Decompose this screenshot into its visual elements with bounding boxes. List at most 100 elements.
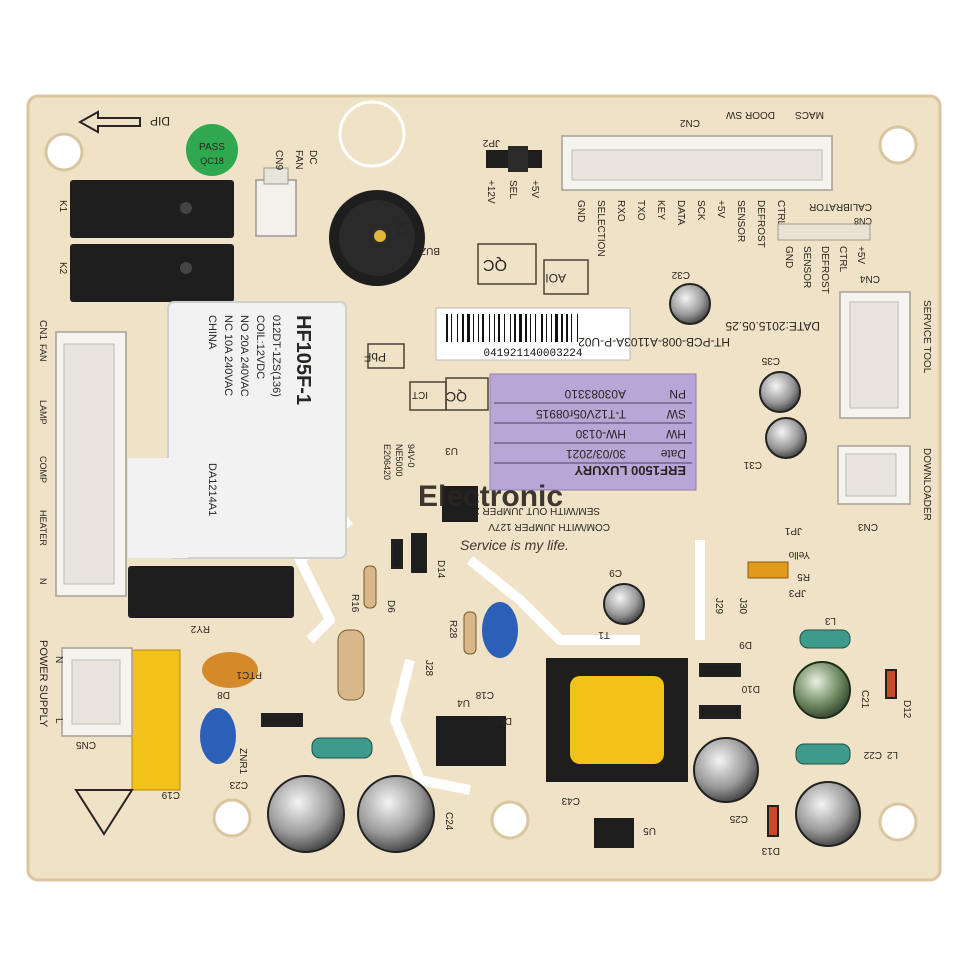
l3-label: L3 [824, 615, 836, 626]
fan-label: FAN [38, 344, 48, 362]
c23-label: C23 [229, 779, 248, 790]
watermark-brand: Electronic [418, 480, 563, 513]
v0-label: 94V-0 [406, 444, 416, 468]
ptc1-label: PTC1 [236, 669, 262, 680]
x-capacitor [131, 649, 181, 791]
barcode-bar [498, 314, 500, 342]
jp2-jumper: JP2 +12V SEL +5V [482, 137, 542, 204]
d14-label: D14 [435, 560, 446, 579]
r16-label: R16 [349, 594, 360, 613]
c21-label: C21 [859, 690, 870, 709]
calibrator-label: CALIBRATOR [809, 201, 872, 212]
lamp-label: LAMP [38, 400, 48, 425]
e206420-label: E206420 [382, 444, 392, 480]
cn5-connector: CN5 POWER SUPPLY N L [37, 640, 133, 750]
aoi-mark: AOI [545, 271, 566, 285]
c24-label: C24 [443, 812, 454, 831]
c35-label: C35 [761, 355, 780, 366]
date-silk: DATE:2015.05.25 [725, 319, 820, 333]
c32-label: C32 [671, 269, 690, 280]
k1-label: K1 [57, 200, 68, 213]
watermark: Electronic Service is my life. [418, 480, 569, 553]
relay-code: DA1214A1 [206, 463, 218, 516]
cn2-pin-label: TXO [635, 200, 646, 221]
inductors [311, 629, 851, 765]
c9-label: C9 [609, 567, 622, 578]
barcode-bar [530, 314, 531, 342]
c22-label: C22 [863, 749, 882, 760]
jumper-note-2: COM/WITH JUMPER 127V [488, 521, 610, 532]
t1-label: T1 [598, 629, 610, 640]
cn2-pin-label: GND [575, 200, 586, 222]
barcode-bar [551, 314, 552, 342]
u5-label: U5 [643, 825, 656, 836]
sticker-value: 30/03/2021 [566, 447, 626, 461]
pass-sticker: PASS QC18 [186, 124, 238, 176]
barcode-bar [510, 314, 511, 342]
relay-hf105f: HF105F-1 012DT-1ZS(136) COIL:12VDC NO 20… [167, 301, 347, 559]
sticker-key: HW [665, 427, 686, 441]
inspection-marks [367, 243, 589, 411]
barcode-bar [467, 314, 470, 342]
j29-label: J29 [713, 598, 724, 615]
barcode-bar [482, 314, 484, 342]
c43-label: C43 [561, 795, 580, 806]
barcode-label: 041921140003224 [435, 307, 631, 361]
cn2-pin-label: SENSOR [735, 200, 746, 242]
barcode-number: 041921140003224 [483, 348, 582, 360]
p5v-label: +5V [529, 180, 540, 198]
jumper-note-1: SEM/WITH OUT JUMPER 220V [456, 505, 600, 516]
d11-label: D11 [494, 715, 512, 726]
pass-text: PASS [199, 142, 225, 153]
relay-k2: K2 [57, 244, 234, 302]
p12v-label: +12V [485, 180, 496, 204]
barcode-bar [571, 314, 572, 342]
fan-dc-label: FAN [293, 150, 304, 169]
pcb-board [26, 94, 942, 882]
cn2-label: CN2 [680, 117, 700, 128]
barcode-bar [519, 314, 522, 342]
cn2-pin-label: RXO [615, 200, 626, 222]
relay-rating-no: NO 20A 240VAC [238, 315, 250, 397]
relay-k1: K1 [57, 180, 234, 238]
model-silk: HT-PCB-008-A1103A-P-U02 [578, 335, 730, 349]
u3-label: U3 [445, 445, 458, 456]
qc-mark-1: QC [483, 256, 507, 273]
cn9-connector: CN9 FAN DC [255, 150, 318, 237]
cn5-label: CN5 [76, 739, 96, 750]
dc-label: DC [307, 150, 318, 164]
resistors [337, 565, 477, 701]
barcode-bar [566, 314, 568, 342]
d12-label: D12 [901, 700, 912, 719]
cn2-pin-label: SCK [695, 200, 706, 221]
barcode-bar [489, 314, 490, 342]
u3-chip: U3 [442, 445, 478, 522]
heater-label: HEATER [38, 510, 48, 546]
barcode-bar [446, 314, 448, 342]
barcode-bar [525, 314, 527, 342]
d10-label: D10 [741, 683, 760, 694]
ry2-label: RY2 [190, 623, 210, 634]
cn2-pin-label: DEFROST [755, 200, 766, 248]
cn2-connector: CN2 DOOR SW MACS [561, 109, 833, 191]
cn9-label: CN9 [273, 150, 284, 170]
relay-rating-nc: NC 10A 240VAC [222, 315, 234, 396]
cn8-pin-label: +5V [855, 246, 866, 264]
jp2-label: JP2 [482, 137, 500, 148]
barcode-bar [561, 314, 563, 342]
j30-label: J30 [737, 598, 748, 615]
ne5000-label: NE5000 [394, 444, 404, 477]
jp1-label: JP1 [784, 525, 802, 536]
comp-label: COMP [38, 456, 48, 483]
sticker-value: A03083310 [564, 387, 626, 401]
r5-label: R5 [797, 571, 810, 582]
u5-chip: U5 [594, 818, 656, 848]
cn8-pin-label: CTRL [837, 246, 848, 273]
relay-base [128, 458, 188, 558]
watermark-slogan: Service is my life. [460, 537, 569, 553]
jp3-label: JP3 [788, 587, 806, 598]
cn2-pin-label: +5V [715, 200, 726, 218]
cn1-connector: CN1 FAN LAMP COMP HEATER N [37, 320, 127, 597]
ict-mark: ICT [412, 389, 428, 400]
c18-label: C18 [475, 689, 494, 700]
